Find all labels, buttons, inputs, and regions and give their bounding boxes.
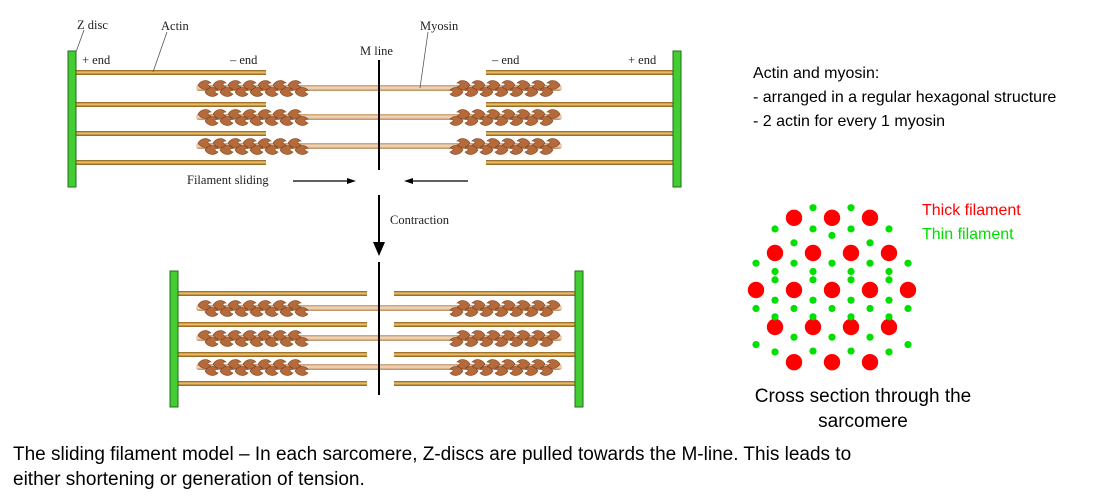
contraction-label: Contraction (390, 213, 450, 227)
myosin-label: Myosin (420, 19, 459, 33)
cross-section-label-line-1: Cross section through the (754, 386, 972, 407)
thin-filament-dot (752, 259, 760, 267)
thin-filament-dot (771, 276, 779, 284)
notes-line-1: - arranged in a regular hexagonal struct… (753, 89, 1057, 106)
thin-filament-dot (809, 204, 817, 212)
thick-filament-dot (823, 209, 841, 227)
actin-filaments-left-contracted (177, 291, 367, 386)
thick-filament-dot (785, 353, 803, 371)
thin-filament-dot (752, 340, 760, 349)
thin-filament-dot (828, 304, 836, 313)
caption-line-1: The sliding filament model – In each sar… (13, 444, 852, 465)
actin-filaments-right-contracted (394, 291, 576, 386)
thick-filament-dot (861, 281, 879, 299)
thick-filament-dot (823, 281, 841, 299)
caption-line-2: either shortening or generation of tensi… (13, 469, 365, 490)
thick-filament-dot (785, 281, 803, 299)
thin-filament-dot (847, 296, 855, 304)
legend-thick-filament: Thick filament (922, 202, 1021, 219)
thin-filament-dot (809, 276, 817, 284)
contracted-sarcomere (169, 262, 584, 408)
thin-filament-dot (847, 313, 855, 321)
thick-filament-dot (861, 209, 879, 227)
thin-filament-dot (828, 259, 836, 267)
thick-filament-dot (785, 209, 803, 227)
thin-filament-dot (809, 267, 817, 276)
thin-filament-dot (885, 276, 893, 284)
thick-filament-dot (766, 318, 784, 336)
notes-line-2: - 2 actin for every 1 myosin (753, 113, 946, 130)
thick-filament-dot (804, 318, 822, 336)
notes-title: Actin and myosin: (753, 65, 880, 82)
thin-filament-dot (771, 313, 779, 321)
thin-filament-dot (828, 333, 836, 341)
thin-filament-dot (790, 304, 798, 313)
thick-filament-dot (766, 244, 784, 262)
minus-end-left-label: – end (230, 53, 258, 67)
thin-filament-dot (885, 225, 893, 233)
thin-filament-dot (885, 313, 893, 321)
thick-filament-dot (899, 281, 917, 299)
thin-filament-dot (866, 239, 874, 247)
thin-filament-dot (847, 204, 855, 212)
thin-filament-dot (847, 276, 855, 284)
thin-filament-dot (771, 296, 779, 304)
relaxed-sarcomere (67, 29, 682, 188)
actin-filaments-left (76, 70, 266, 165)
thin-filament-dot (752, 304, 760, 313)
thin-filament-dot (828, 231, 836, 240)
thick-filament-dot (804, 244, 822, 262)
thick-filament-dot (842, 318, 860, 336)
thin-filament-dot (866, 304, 874, 313)
cross-section-hexagonal-lattice (747, 204, 917, 371)
z-disc-label: Z disc (77, 18, 108, 32)
z-disc-left-contracted (169, 270, 179, 408)
thick-filament-dot (747, 281, 765, 299)
thin-filament-dot (790, 239, 798, 247)
thin-filament-dot (809, 313, 817, 321)
thin-filament-dot (809, 225, 817, 233)
thin-filament-dot (866, 259, 874, 267)
thick-filament-dot (880, 318, 898, 336)
legend-thin-filament: Thin filament (922, 226, 1014, 243)
thick-filament-dot (823, 353, 841, 371)
thick-filament-dot (880, 244, 898, 262)
thin-filament-dot (904, 259, 912, 267)
cross-section-label: Cross section through the sarcomere (733, 384, 993, 434)
thick-filament-dot (842, 244, 860, 262)
thin-filament-dot (866, 333, 874, 341)
m-line-label: M line (360, 44, 393, 58)
thin-filament-dot (885, 348, 893, 356)
thin-filament-dot (904, 340, 912, 349)
sliding-arrows (293, 178, 468, 184)
thin-filament-dot (771, 348, 779, 356)
actin-label: Actin (161, 19, 189, 33)
thin-filament-dot (885, 267, 893, 276)
z-disc-left (67, 50, 77, 188)
figure-caption: The sliding filament model – In each sar… (13, 442, 1093, 492)
thin-filament-dot (847, 267, 855, 276)
thin-filament-dot (885, 296, 893, 304)
thin-filament-dot (809, 347, 817, 355)
actin-filaments-right (486, 70, 674, 165)
thin-filament-dot (790, 259, 798, 267)
thin-filament-dot (771, 267, 779, 276)
thin-filament-dot (790, 333, 798, 341)
z-disc-right-contracted (574, 270, 584, 408)
filament-sliding-label: Filament sliding (187, 173, 269, 187)
thin-filament-dot (904, 304, 912, 313)
thin-filament-dot (847, 347, 855, 355)
plus-end-left-label: + end (82, 53, 111, 67)
minus-end-right-label: – end (492, 53, 520, 67)
thin-filament-dot (847, 225, 855, 233)
thick-filament-dot (861, 353, 879, 371)
z-disc-right (672, 50, 682, 188)
thin-filament-dot (771, 225, 779, 233)
thin-filament-dot (809, 296, 817, 304)
plus-end-right-label: + end (628, 53, 657, 67)
cross-section-label-line-2: sarcomere (818, 411, 908, 432)
contraction-arrow (373, 195, 385, 256)
